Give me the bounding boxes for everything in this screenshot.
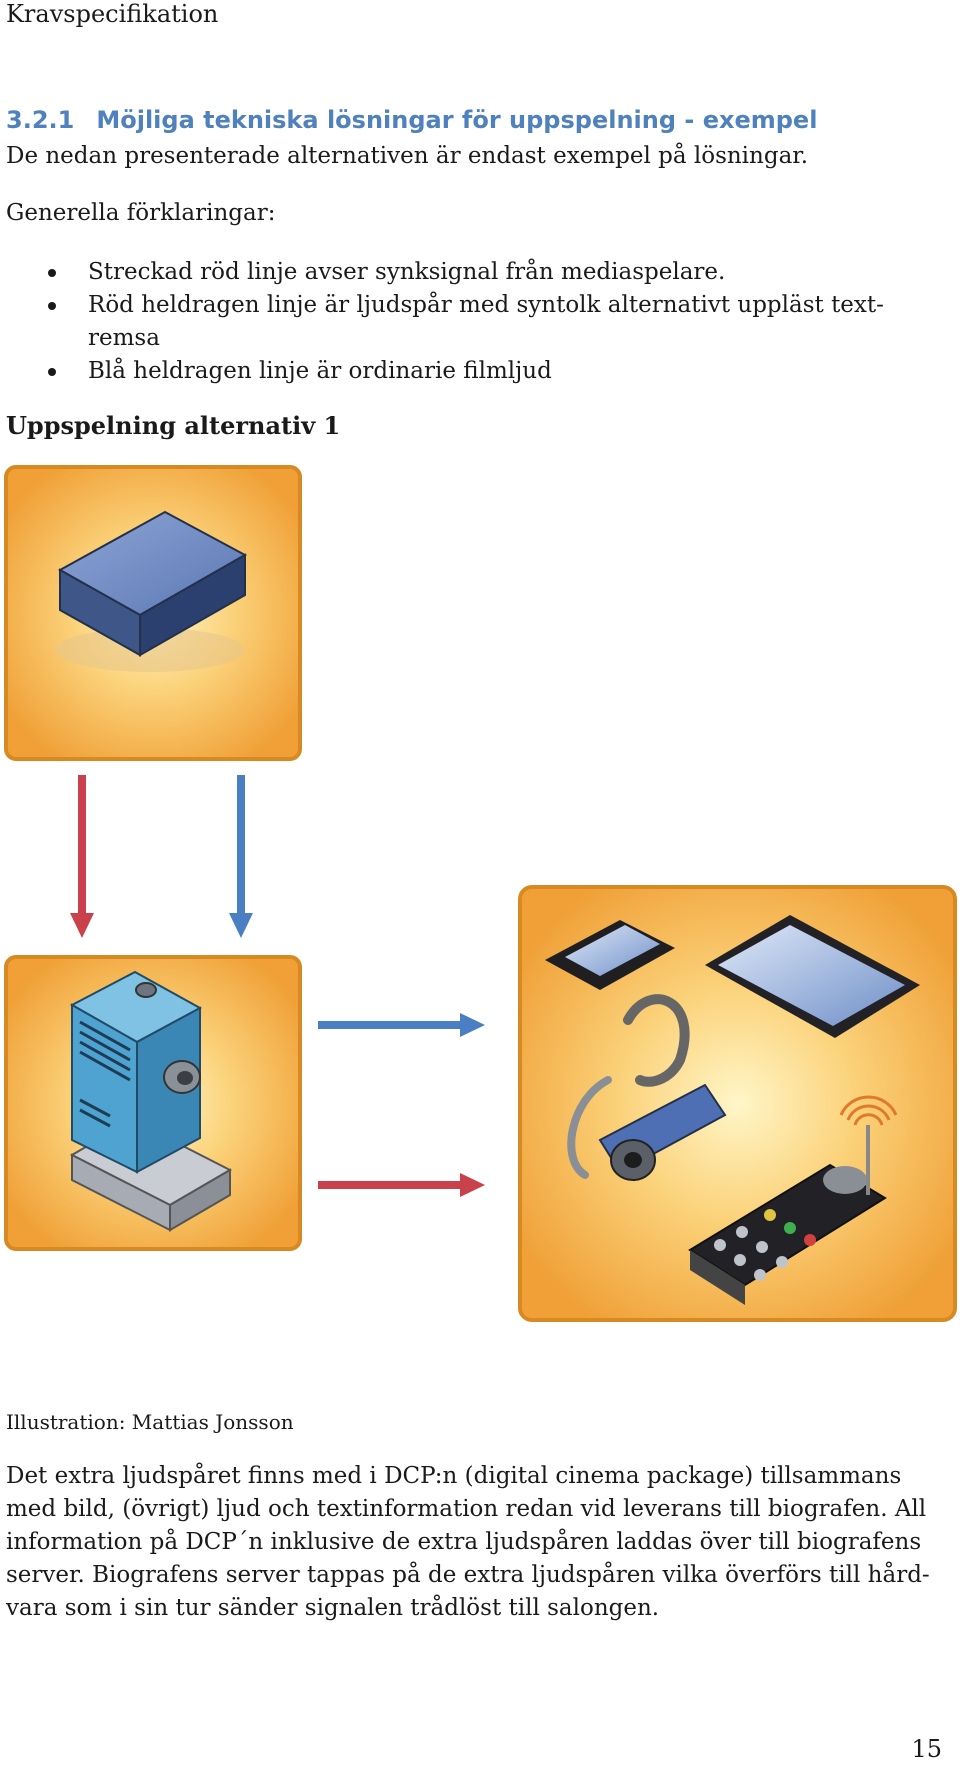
blue-arrow-down xyxy=(229,775,253,938)
section-number: 3.2.1 xyxy=(6,106,75,134)
intro-paragraph: De nedan presenterade alternativen är en… xyxy=(6,143,809,169)
list-item: Streckad röd linje avser synksignal från… xyxy=(40,256,900,289)
devices-tile xyxy=(518,885,957,1322)
projector-tile xyxy=(4,955,302,1251)
body-paragraph: Det extra ljudspåret finns med i DCP:n (… xyxy=(6,1463,930,1621)
blue-arrow-right xyxy=(318,1013,485,1037)
projector-icon xyxy=(69,970,233,1232)
playback-diagram xyxy=(4,465,957,1322)
section-heading: 3.2.1 Möjliga tekniska lösningar för upps… xyxy=(6,106,817,134)
legend-list: Streckad röd linje avser synksignal från… xyxy=(40,256,900,388)
mobile-devices-icon xyxy=(545,915,920,1305)
subheading: Uppspelning alternativ 1 xyxy=(6,411,341,440)
red-arrow-right xyxy=(318,1173,485,1197)
document-header: Kravspecifikation xyxy=(6,0,219,28)
list-item: Blå heldragen linje är ordinarie filmlju… xyxy=(40,355,900,388)
list-item: Röd heldragen linje är ljudspår med synt… xyxy=(40,289,900,355)
section-title: Möjliga tekniska lösningar för uppspelni… xyxy=(96,106,818,134)
media-server-icon xyxy=(55,510,248,672)
red-arrow-down xyxy=(70,775,94,938)
page-number: 15 xyxy=(911,1735,942,1763)
illustration-credit: Illustration: Mattias Jonsson xyxy=(6,1410,294,1434)
general-label: Generella förklaringar: xyxy=(6,200,276,226)
media-server-tile xyxy=(4,465,302,761)
